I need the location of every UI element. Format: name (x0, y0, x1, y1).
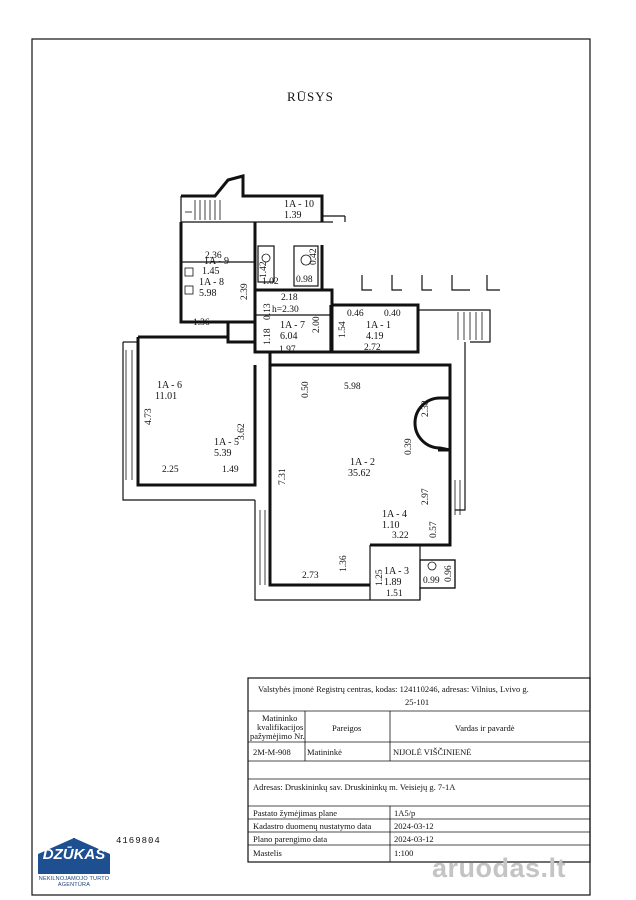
room-label: 1A - 6 (157, 380, 182, 391)
dimension: 2.38 (421, 400, 431, 417)
dimension: 2.00 (312, 316, 322, 333)
surveyor-name: NIJOLĖ VIŠČINIENĖ (393, 747, 471, 757)
dimension: 0.13 (263, 303, 273, 320)
room-area: 1.39 (284, 210, 302, 221)
dimension: 7.31 (278, 468, 288, 485)
logo-house-icon (38, 838, 110, 874)
dimension: 3.22 (392, 531, 409, 541)
watermark-text: aruodas.lt (432, 853, 567, 883)
room-area: 4.19 (366, 331, 384, 342)
dimension: 1.36 (193, 318, 210, 328)
col-cert-header: Matininko (262, 713, 297, 723)
row-label: Mastelis (253, 848, 282, 858)
logo-subtitle: NEKILNOJAMOJO TURTO AGENTŪRA (38, 876, 110, 888)
room-area: 5.39 (214, 448, 232, 459)
col-cert-header: kvalifikacijos (257, 722, 303, 732)
dimension: 1.25 (375, 569, 385, 586)
room-area: 11.01 (155, 391, 177, 402)
room-area: 1.89 (384, 577, 402, 588)
dimension: 0.46 (347, 309, 364, 319)
dimension: 0.96 (444, 565, 454, 582)
dimension: h=2.30 (272, 305, 299, 315)
dimension: 3.62 (237, 423, 247, 440)
row-label: Plano parengimo data (253, 834, 327, 844)
col-cert-header: pažymėjimo Nr. (250, 731, 305, 741)
room-label: 1A - 7 (280, 320, 305, 331)
dimension: 2.72 (364, 343, 381, 353)
dimension: 1.02 (262, 277, 279, 287)
dimension: 1.51 (386, 589, 403, 599)
room-label: 1A - 10 (284, 199, 314, 210)
dimension: 0.40 (384, 309, 401, 319)
plan-title: RŪSYS (287, 89, 334, 104)
dimension: 1.42 (259, 261, 269, 278)
dimension: 2.18 (281, 293, 298, 303)
dimension: 0.57 (429, 521, 439, 538)
col-name-header: Vardas ir pavardė (455, 723, 515, 733)
room-label: 1A - 9 (204, 256, 229, 267)
row-value: 2024-03-12 (394, 834, 434, 844)
dimension: 0.98 (296, 275, 313, 285)
dimension: 2.36 (205, 251, 222, 261)
room-area: 1.10 (382, 520, 400, 531)
logo-title: DZŪKAS (42, 846, 106, 863)
registry-header-2: 25-101 (405, 697, 429, 707)
dimension: 2.25 (162, 465, 179, 475)
stair-right (457, 312, 483, 340)
room-label: 1A - 8 (199, 277, 224, 288)
document-number: 4169804 (116, 836, 161, 846)
room-label: 1A - 5 (214, 437, 239, 448)
row-value: 1A5/p (394, 808, 415, 818)
row-value: 2024-03-12 (394, 821, 434, 831)
registry-header-1: Valstybės įmonė Registrų centras, kodas:… (258, 684, 529, 694)
room-label: 1A - 4 (382, 509, 407, 520)
col-position-header: Pareigos (332, 723, 361, 733)
dimension: 1.36 (339, 555, 349, 572)
room-label: 1A - 1 (366, 320, 391, 331)
room-area: 35.62 (348, 468, 371, 479)
room-labels: 1A - 10 1.39 1A - 9 1.45 1A - 8 5.98 1A … (155, 199, 409, 588)
cert-number: 2M-M-908 (253, 747, 291, 757)
room-area: 6.04 (280, 331, 298, 342)
row-label: Pastato žymėjimas plane (253, 808, 337, 818)
agency-logo: DZŪKAS NEKILNOJAMOJO TURTO AGENTŪRA (34, 836, 114, 888)
dimension: 0.99 (423, 576, 440, 586)
dimension: 2.97 (421, 488, 431, 505)
floor-plan (122, 174, 500, 601)
room-area: 1.45 (202, 266, 220, 277)
title-block: Valstybės įmonė Registrų centras, kodas:… (247, 677, 591, 863)
stair-top (185, 200, 221, 220)
dimension: 1.54 (338, 321, 348, 338)
room-area: 5.98 (199, 288, 217, 299)
property-address: Adresas: Druskininkų sav. Druskininkų m.… (253, 782, 456, 792)
dimension: 2.39 (240, 283, 250, 300)
dimension-labels: 2.36 2.39 1.36 2.18 h=2.30 0.13 1.18 2.0… (144, 248, 454, 599)
dimension: 0.50 (301, 381, 311, 398)
surveyor-position: Matininkė (307, 747, 342, 757)
room-label: 1A - 3 (384, 566, 409, 577)
dimension: 1.97 (279, 345, 296, 355)
dimension: 2.73 (302, 571, 319, 581)
sheet-frame (31, 38, 591, 896)
dimension: 1.49 (222, 465, 239, 475)
room-label: 1A - 2 (350, 457, 375, 468)
row-label: Kadastro duomenų nustatymo data (253, 821, 371, 831)
row-value: 1:100 (394, 848, 413, 858)
dimension: 0.42 (309, 248, 319, 265)
dimension: 1.18 (263, 328, 273, 345)
dimension: 0.39 (404, 438, 414, 455)
dimension: 4.73 (144, 408, 154, 425)
dimension: 5.98 (344, 382, 361, 392)
